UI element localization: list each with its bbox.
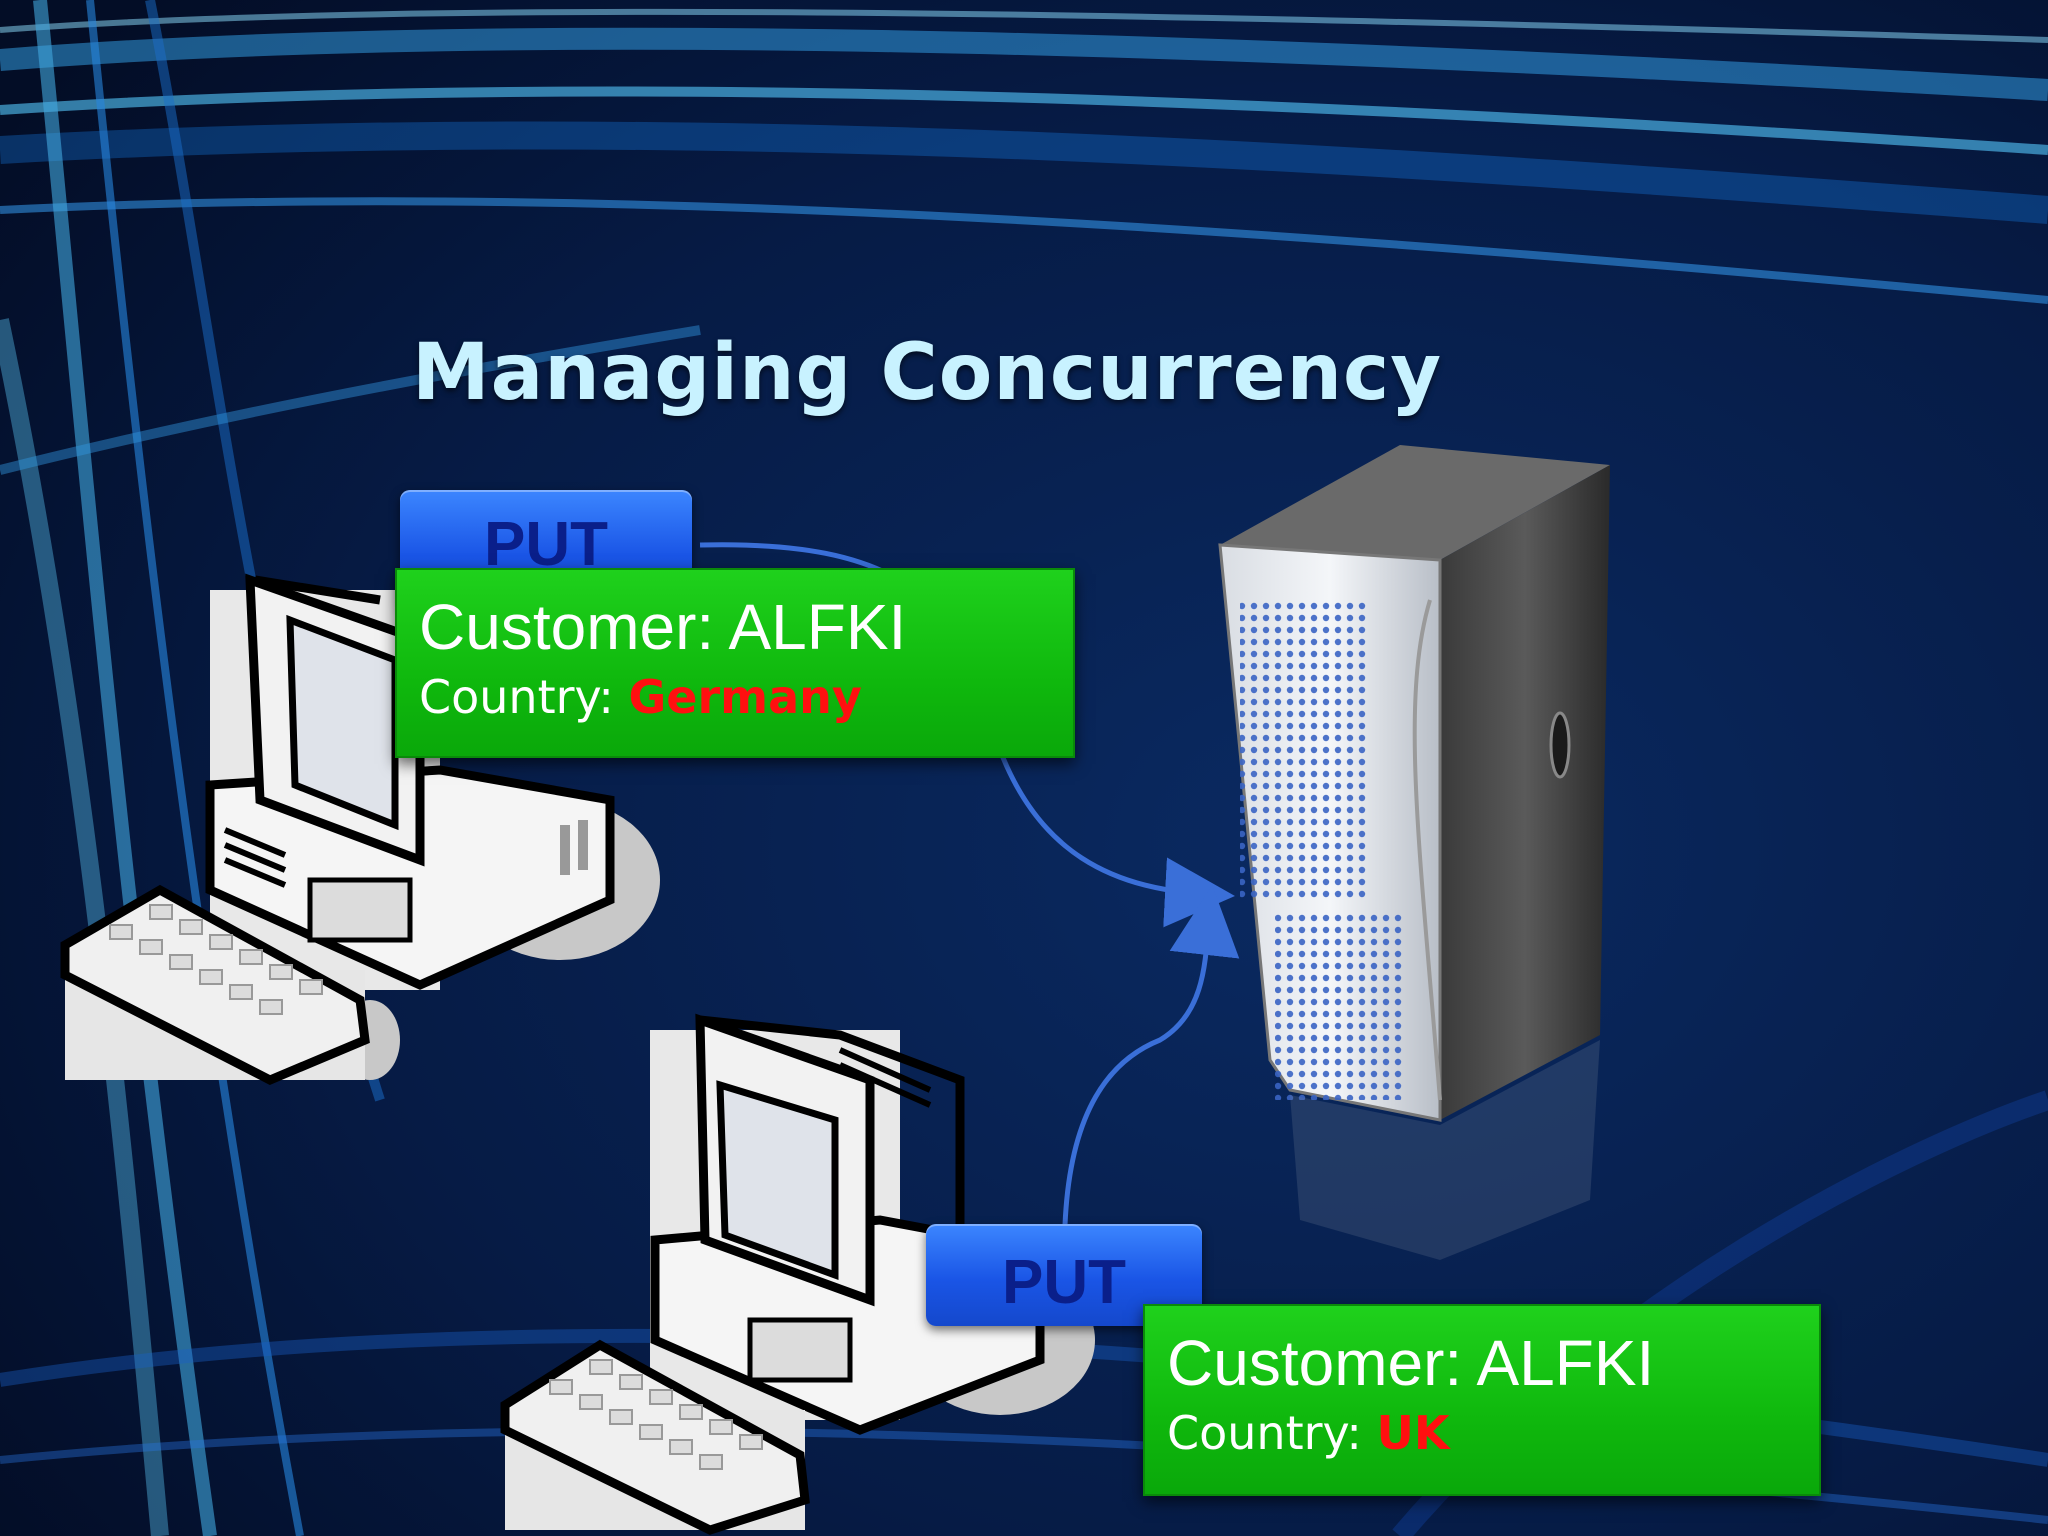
customer-label: Customer: ALFKI bbox=[419, 591, 907, 663]
country-line: Country: Germany bbox=[419, 670, 862, 724]
slide-title: Managing Concurrency bbox=[412, 328, 1443, 418]
country-label: Country: bbox=[419, 670, 629, 724]
country-value: UK bbox=[1376, 1406, 1450, 1460]
country-value: Germany bbox=[628, 670, 862, 724]
keyboard-icon bbox=[500, 1339, 810, 1535]
country-line: Country: UK bbox=[1167, 1406, 1450, 1460]
desktop-computer-icon bbox=[650, 1013, 1095, 1435]
keyboard-icon bbox=[60, 884, 400, 1085]
country-label: Country: bbox=[1167, 1406, 1377, 1460]
request-arrow-2 bbox=[1062, 885, 1240, 1226]
customer-label: Customer: ALFKI bbox=[1167, 1327, 1655, 1399]
desktop-computer-icon bbox=[205, 573, 660, 990]
server-tower-icon bbox=[1218, 445, 1610, 1260]
customer-record-card: Customer: ALFKI Country: Germany bbox=[395, 568, 1075, 758]
customer-record-card: Customer: ALFKI Country: UK bbox=[1143, 1304, 1821, 1496]
